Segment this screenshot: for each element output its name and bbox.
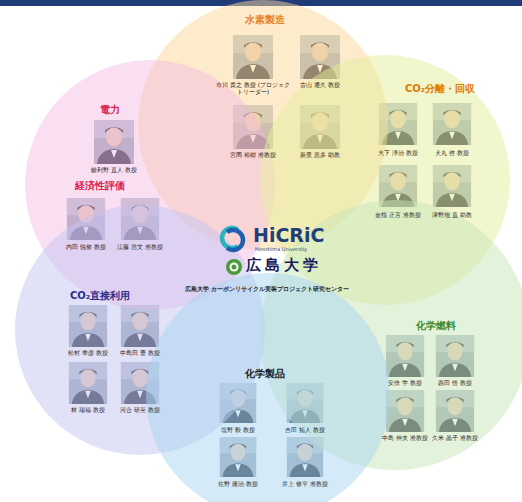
center-name: 広島大学 カーボンリサイクル実装プロジェクト研究センター <box>185 286 349 292</box>
member-name: 中島田 豊 教授 <box>120 350 160 357</box>
label-slot: 西田 悟 教授 <box>438 380 472 387</box>
topic-heading: 経済性評価 <box>75 180 125 192</box>
topic-heading: 水素製造 <box>245 14 285 26</box>
label-slot: 林 瑞福 教授 <box>71 407 105 414</box>
member-name: 市川 貴之 教授 (プロジェクトリーダー) <box>213 82 293 96</box>
member-name: 大下 浄治 教授 <box>378 150 418 157</box>
topic-heading: CO₂分離・回収 <box>405 83 475 95</box>
label-slot: 金指 正言 准教授 <box>375 212 421 219</box>
heading-slot: CO₂直接利用 <box>70 290 130 302</box>
heading-slot: 経済性評価 <box>75 180 125 192</box>
member-name: 安倍 学 教授 <box>388 380 422 387</box>
member-name: 河合 研至 教授 <box>120 407 160 414</box>
heading-slot: 化学燃料 <box>416 320 456 332</box>
topic-heading: 化学製品 <box>245 368 285 380</box>
topic-circle: 化学製品 <box>146 273 390 502</box>
heading-slot: 水素製造 <box>245 14 285 26</box>
member-name: 松村 幸彦 教授 <box>68 350 108 357</box>
label-slot: 市川 貴之 教授 (プロジェクトリーダー) <box>213 82 293 96</box>
member-name: 犬丸 啓 教授 <box>435 150 469 157</box>
topic-heading: 電力 <box>100 104 120 116</box>
label-slot: 古山 通久 教授 <box>300 82 340 89</box>
label-slot: 井上 修平 准教授 <box>282 481 328 488</box>
label-slot: 佐野 庸治 教授 <box>218 481 258 488</box>
label-slot: 江藤 浩文 准教授 <box>117 244 163 251</box>
label-slot: 安倍 学 教授 <box>388 380 422 387</box>
circle-outline <box>146 273 390 502</box>
label-slot: 津野地 直 助教 <box>432 212 472 219</box>
label-slot: 内田 悦修 教授 <box>66 244 106 251</box>
label-slot: 宮岡 裕樹 准教授 <box>230 152 276 159</box>
member-name: 中島 伸夫 准教授 <box>382 435 428 442</box>
circle-fill <box>146 273 390 502</box>
label-slot: 犬丸 啓 教授 <box>435 150 469 157</box>
topic-heading: 化学燃料 <box>416 320 456 332</box>
member-name: 塩野 毅 教授 <box>221 427 255 434</box>
member-name: 津野地 直 助教 <box>432 212 472 219</box>
center-logo-subtext: Hiroshima University <box>255 247 307 253</box>
label-slot: HiCRiC <box>253 225 324 247</box>
label-slot: 松村 幸彦 教授 <box>68 350 108 357</box>
label-slot: 河合 研至 教授 <box>120 407 160 414</box>
label-slot: 大下 浄治 教授 <box>378 150 418 157</box>
label-slot: Hiroshima University <box>255 247 307 253</box>
hicric-logo <box>222 228 238 248</box>
member-name: 井上 修平 准教授 <box>282 481 328 488</box>
center-logo-text: HiCRiC <box>253 225 324 247</box>
label-slot: 広島大学 <box>246 257 322 274</box>
member-name: 内田 悦修 教授 <box>66 244 106 251</box>
label-slot: 久米 晶子 准教授 <box>432 435 478 442</box>
university-emblem <box>230 263 239 272</box>
university-name: 広島大学 <box>246 257 322 274</box>
university-emblem <box>226 259 242 275</box>
label-slot: 中島 伸夫 准教授 <box>382 435 428 442</box>
member-name: 久米 晶子 准教授 <box>432 435 478 442</box>
heading-slot: 化学製品 <box>245 368 285 380</box>
member-name: 金指 正言 准教授 <box>375 212 421 219</box>
label-slot: 新里 恵多 助教 <box>300 152 340 159</box>
label-slot: 塩野 毅 教授 <box>221 427 255 434</box>
hicric-logo <box>227 230 243 250</box>
label-slot: 中島田 豊 教授 <box>120 350 160 357</box>
label-slot: 広島大学 カーボンリサイクル実装プロジェクト研究センター <box>185 286 349 292</box>
member-name: 宮岡 裕樹 准教授 <box>230 152 276 159</box>
member-name: 佐野 庸治 教授 <box>218 481 258 488</box>
label-slot: 吉田 拓人 教授 <box>285 427 325 434</box>
member-name: 吉田 拓人 教授 <box>285 427 325 434</box>
university-emblem <box>232 265 237 270</box>
topic-heading: CO₂直接利用 <box>70 290 130 302</box>
member-name: 古山 通久 教授 <box>300 82 340 89</box>
member-name: 江藤 浩文 准教授 <box>117 244 163 251</box>
member-name: 餘利野 直人 教授 <box>91 167 137 174</box>
label-slot: 餘利野 直人 教授 <box>91 167 137 174</box>
heading-slot: 電力 <box>100 104 120 116</box>
member-name: 西田 悟 教授 <box>438 380 472 387</box>
member-name: 新里 恵多 助教 <box>300 152 340 159</box>
member-name: 林 瑞福 教授 <box>71 407 105 414</box>
heading-slot: CO₂分離・回収 <box>405 83 475 95</box>
